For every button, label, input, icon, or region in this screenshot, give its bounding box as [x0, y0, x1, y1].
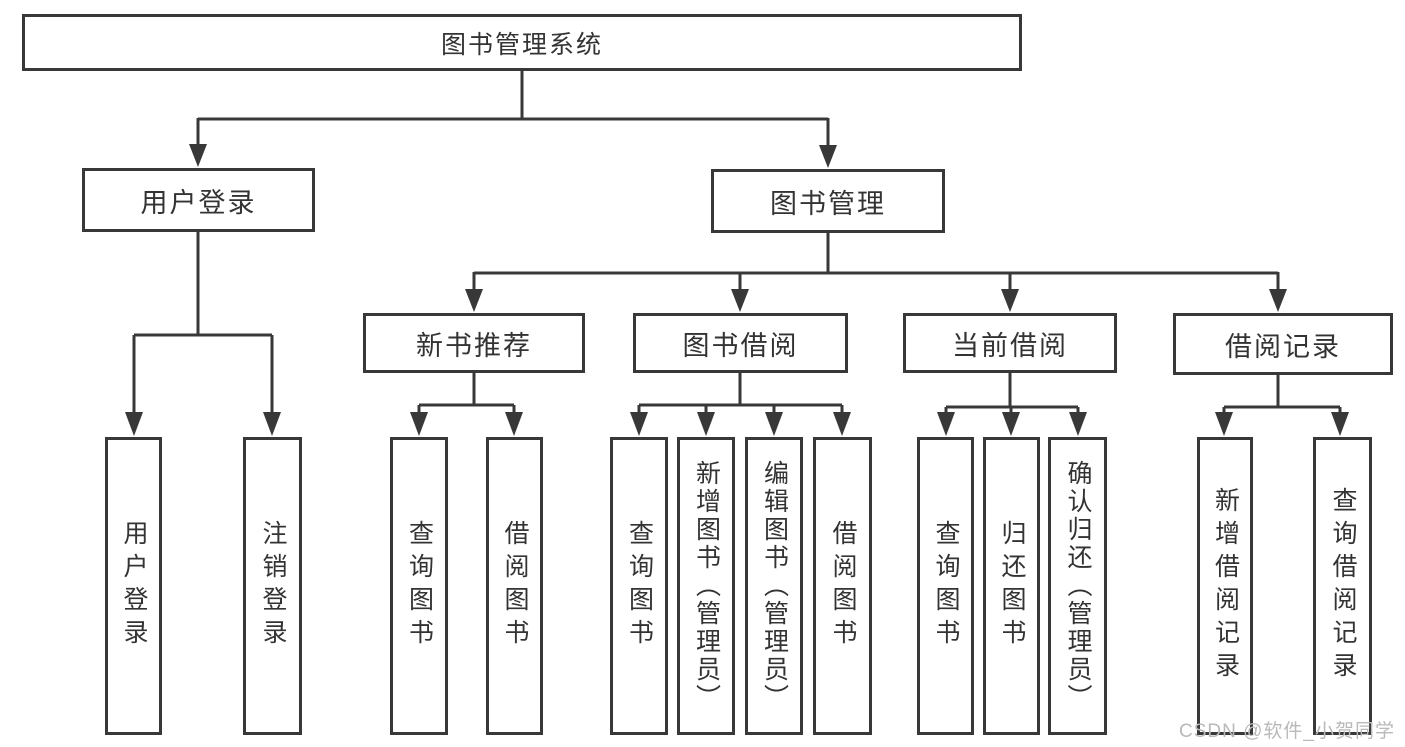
node-root: 图书管理系统	[22, 14, 1022, 71]
leaf-logout: 注销登录	[243, 437, 302, 735]
leaf-confirm-return-admin-label: 确认归还（管理员）	[1064, 460, 1092, 712]
leaf-borrow-book-label: 借阅图书	[829, 520, 857, 652]
leaf-add-book-admin: 新增图书（管理员）	[677, 437, 735, 735]
leaf-logout-label: 注销登录	[259, 520, 287, 652]
node-new-book-recommend: 新书推荐	[363, 313, 585, 373]
leaf-add-book-admin-label: 新增图书（管理员）	[692, 460, 721, 712]
leaf-query-borrow-record-label: 查询借阅记录	[1329, 487, 1357, 685]
node-book-borrow: 图书借阅	[633, 313, 848, 373]
leaf-user-login: 用户登录	[105, 437, 162, 735]
node-new-book-recommend-label: 新书推荐	[416, 330, 532, 361]
leaf-recommend-query-book: 查询图书	[390, 437, 448, 735]
node-book-management-label: 图书管理	[770, 188, 886, 219]
leaf-recommend-borrow-book-label: 借阅图书	[501, 520, 529, 652]
node-current-borrow: 当前借阅	[903, 313, 1117, 373]
leaf-return-book: 归还图书	[983, 437, 1040, 735]
leaf-add-borrow-record: 新增借阅记录	[1197, 437, 1253, 735]
leaf-borrow-query-book: 查询图书	[610, 437, 668, 735]
leaf-user-login-label: 用户登录	[120, 520, 148, 652]
leaf-confirm-return-admin: 确认归还（管理员）	[1048, 437, 1107, 735]
leaf-recommend-query-book-label: 查询图书	[405, 520, 434, 652]
watermark: CSDN @软件_小贺同学	[1179, 721, 1395, 742]
node-user-login-label: 用户登录	[140, 187, 257, 218]
leaf-query-borrow-record: 查询借阅记录	[1313, 437, 1372, 735]
leaf-add-borrow-record-label: 新增借阅记录	[1211, 487, 1240, 685]
node-current-borrow-label: 当前借阅	[952, 330, 1068, 361]
leaf-borrow-book: 借阅图书	[813, 437, 872, 735]
leaf-recommend-borrow-book: 借阅图书	[486, 437, 543, 735]
node-book-management: 图书管理	[711, 169, 945, 233]
leaf-borrow-query-book-label: 查询图书	[625, 520, 654, 652]
node-borrow-records: 借阅记录	[1173, 313, 1393, 375]
leaf-current-query-book: 查询图书	[917, 437, 974, 735]
leaf-edit-book-admin-label: 编辑图书（管理员）	[760, 460, 789, 712]
node-root-label: 图书管理系统	[440, 30, 603, 59]
leaf-edit-book-admin: 编辑图书（管理员）	[745, 437, 803, 735]
node-book-borrow-label: 图书借阅	[682, 330, 799, 361]
leaf-current-query-book-label: 查询图书	[932, 520, 960, 652]
node-user-login: 用户登录	[82, 168, 315, 232]
node-borrow-records-label: 借阅记录	[1225, 331, 1341, 362]
leaf-return-book-label: 归还图书	[998, 520, 1026, 652]
